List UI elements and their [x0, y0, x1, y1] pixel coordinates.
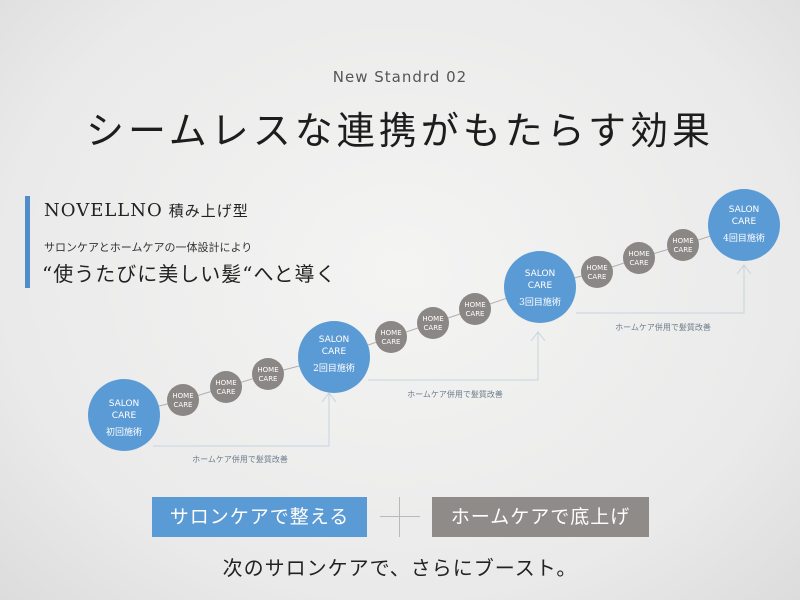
- salon-label: SALON: [525, 269, 556, 279]
- salon-care-step-2: SALON CARE 2回目施術: [298, 321, 370, 393]
- brand-name: NOVELLNO: [44, 200, 163, 221]
- accent-bar: [25, 196, 30, 288]
- home-label: HOME: [672, 237, 693, 245]
- care-label: CARE: [217, 388, 236, 396]
- care-label: CARE: [466, 310, 485, 318]
- care-label: CARE: [674, 246, 693, 254]
- salon-label: SALON: [109, 399, 140, 409]
- home-label: HOME: [215, 379, 236, 387]
- care-label: CARE: [732, 217, 757, 227]
- salon-label: SALON: [729, 205, 760, 215]
- home-care-step: HOME CARE: [252, 358, 284, 390]
- brand-tagline: “使うたびに美しい髪“へと導く: [42, 262, 337, 286]
- improvement-arrow-2: [368, 331, 546, 381]
- home-label: HOME: [464, 301, 485, 309]
- brand-description: サロンケアとホームケアの一体設計により: [44, 241, 253, 254]
- brand-type: 積み上げ型: [168, 202, 249, 220]
- home-label: HOME: [257, 366, 278, 374]
- home-care-step: HOME CARE: [623, 242, 655, 274]
- salon-care-step-1: SALON CARE 初回施術: [88, 379, 160, 451]
- home-care-step: HOME CARE: [417, 307, 449, 339]
- plus-icon-vertical: [399, 497, 400, 537]
- home-label: HOME: [380, 329, 401, 337]
- page-title: シームレスな連携がもたらす効果: [85, 109, 715, 153]
- improvement-label-2: ホームケア併用で髪質改善: [407, 389, 503, 399]
- care-label: CARE: [630, 259, 649, 267]
- salon-care-step-4: SALON CARE 4回目施術: [708, 189, 780, 261]
- home-label: HOME: [422, 315, 443, 323]
- home-label: HOME: [172, 392, 193, 400]
- home-label: HOME: [586, 264, 607, 272]
- improvement-label-3: ホームケア併用で髪質改善: [615, 322, 711, 332]
- salon-step-label: 3回目施術: [519, 296, 561, 308]
- home-care-step: HOME CARE: [167, 384, 199, 416]
- salon-step-label: 4回目施術: [723, 232, 765, 244]
- salon-care-box: サロンケアで整える: [152, 497, 367, 537]
- care-label: CARE: [259, 375, 278, 383]
- home-label: HOME: [628, 250, 649, 258]
- care-label: CARE: [382, 338, 401, 346]
- improvement-arrow-3: [576, 264, 752, 314]
- boost-caption: 次のサロンケアで、さらにブースト。: [222, 556, 578, 580]
- care-label: CARE: [174, 401, 193, 409]
- care-label: CARE: [588, 273, 607, 281]
- care-label: CARE: [322, 347, 347, 357]
- improvement-arrow-1: [153, 392, 337, 447]
- improvement-label-1: ホームケア併用で髪質改善: [192, 454, 288, 464]
- plus-icon: [380, 516, 420, 517]
- care-label: CARE: [528, 281, 553, 291]
- care-label: CARE: [112, 411, 137, 421]
- home-care-step: HOME CARE: [375, 321, 407, 353]
- section-subtitle: New Standrd 02: [332, 68, 468, 86]
- home-care-step: HOME CARE: [581, 256, 613, 288]
- salon-step-label: 2回目施術: [313, 362, 355, 374]
- home-care-step: HOME CARE: [210, 371, 242, 403]
- care-label: CARE: [424, 324, 443, 332]
- salon-step-label: 初回施術: [106, 426, 142, 438]
- home-care-step: HOME CARE: [459, 293, 491, 325]
- home-care-step: HOME CARE: [667, 229, 699, 261]
- salon-care-step-3: SALON CARE 3回目施術: [504, 251, 576, 323]
- home-care-box: ホームケアで底上げ: [432, 497, 649, 537]
- salon-label: SALON: [319, 335, 350, 345]
- brand-heading: NOVELLNO 積み上げ型: [44, 200, 249, 221]
